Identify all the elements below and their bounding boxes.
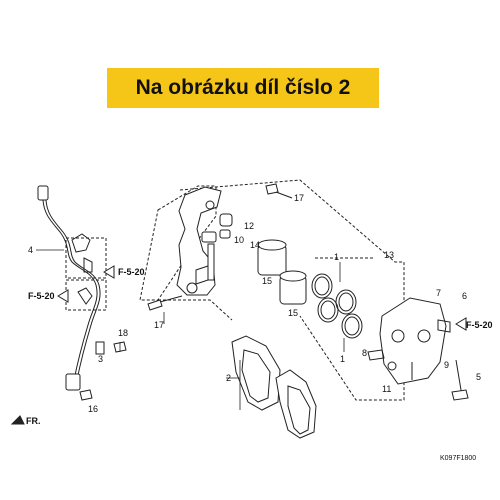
piston-seals bbox=[311, 273, 363, 339]
part-label-11: 11 bbox=[382, 384, 391, 394]
bleeder-bolt bbox=[411, 359, 469, 401]
part-label-18: 18 bbox=[118, 328, 128, 338]
reference-boxes bbox=[65, 179, 405, 401]
caliper-body bbox=[367, 297, 451, 385]
drawing-code: K097F1800 bbox=[440, 455, 476, 462]
speed-sensor-wire bbox=[37, 185, 105, 391]
part-label-10: 10 bbox=[234, 235, 244, 245]
part-label-4: 4 bbox=[28, 245, 33, 255]
part-label-14: 14 bbox=[250, 240, 260, 250]
brake-pads-part-2 bbox=[231, 335, 317, 439]
reference-arrows bbox=[10, 265, 467, 425]
part-label-2: 2 bbox=[226, 373, 231, 383]
ref-label-b: F-5-20 bbox=[28, 291, 55, 301]
part-label-17b: 17 bbox=[154, 320, 164, 330]
part-label-13: 13 bbox=[384, 250, 394, 260]
part-label-12: 12 bbox=[244, 221, 254, 231]
title-banner: Na obrázku díl číslo 2 bbox=[107, 68, 379, 108]
pins-and-boots bbox=[147, 213, 233, 311]
bolts bbox=[79, 183, 293, 401]
title-banner-text: Na obrázku díl číslo 2 bbox=[135, 76, 351, 99]
part-label-8: 8 bbox=[362, 348, 367, 358]
ref-label-c: F-5-20 bbox=[466, 320, 493, 330]
part-label-5: 5 bbox=[476, 372, 481, 382]
part-label-15a: 15 bbox=[262, 276, 272, 286]
part-label-1b: 1 bbox=[340, 354, 345, 364]
part-label-9: 9 bbox=[444, 360, 449, 370]
front-arrow-label: FR. bbox=[26, 416, 41, 426]
leader-lines bbox=[36, 249, 345, 410]
part-label-17a: 17 bbox=[294, 193, 304, 203]
part-label-3: 3 bbox=[98, 354, 103, 364]
ref-label-a: F-5-20 bbox=[118, 267, 145, 277]
part-label-15b: 15 bbox=[288, 308, 298, 318]
part-label-16: 16 bbox=[88, 404, 98, 414]
part-label-1a: 1 bbox=[334, 252, 339, 262]
pistons bbox=[257, 239, 307, 305]
part-label-7: 7 bbox=[436, 288, 441, 298]
part-label-6: 6 bbox=[462, 291, 467, 301]
